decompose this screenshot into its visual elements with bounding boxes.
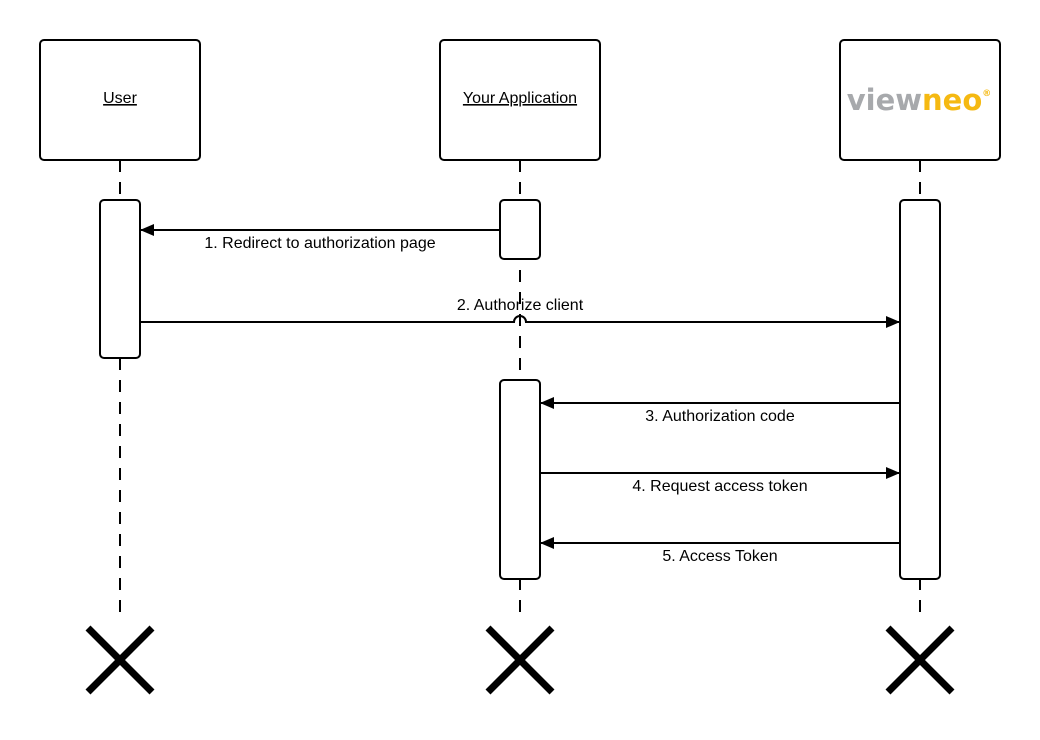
- x-terminator-icon: [885, 625, 955, 695]
- logo-part-neo: neo: [922, 83, 982, 117]
- message-label: 3. Authorization code: [645, 408, 795, 425]
- logo-part-view: view: [847, 83, 922, 117]
- participant-app: Your Application: [439, 39, 601, 161]
- message-label: 2. Authorize client: [457, 297, 584, 314]
- message-3: 3. Authorization code: [540, 397, 900, 425]
- activation-app-2: [499, 379, 541, 580]
- message-label: 1. Redirect to authorization page: [204, 235, 435, 252]
- participant-label: Your Application: [463, 90, 577, 107]
- logo-registered-mark: ®: [982, 89, 991, 99]
- participant-box: [439, 39, 601, 161]
- participant-label: User: [103, 90, 137, 107]
- activation-viewneo: [899, 199, 941, 580]
- message-1: 1. Redirect to authorization page: [140, 224, 500, 252]
- activation-user: [99, 199, 141, 359]
- message-arrow: [140, 315, 900, 328]
- viewneo-logo: viewneo®: [847, 83, 992, 117]
- x-terminator-icon: [485, 625, 555, 695]
- message-label: 4. Request access token: [632, 478, 807, 495]
- participant-user: User: [39, 39, 201, 161]
- activation-app-1: [499, 199, 541, 260]
- activations: [99, 199, 941, 580]
- participant-box: [839, 39, 1001, 161]
- message-2: 2. Authorize client: [140, 297, 900, 328]
- participant-box: [39, 39, 201, 161]
- x-terminator-icon: [85, 625, 155, 695]
- participant-viewneo: viewneo®: [839, 39, 1001, 161]
- message-5: 5. Access Token: [540, 537, 900, 565]
- message-label: 5. Access Token: [662, 548, 777, 565]
- message-4: 4. Request access token: [540, 467, 900, 495]
